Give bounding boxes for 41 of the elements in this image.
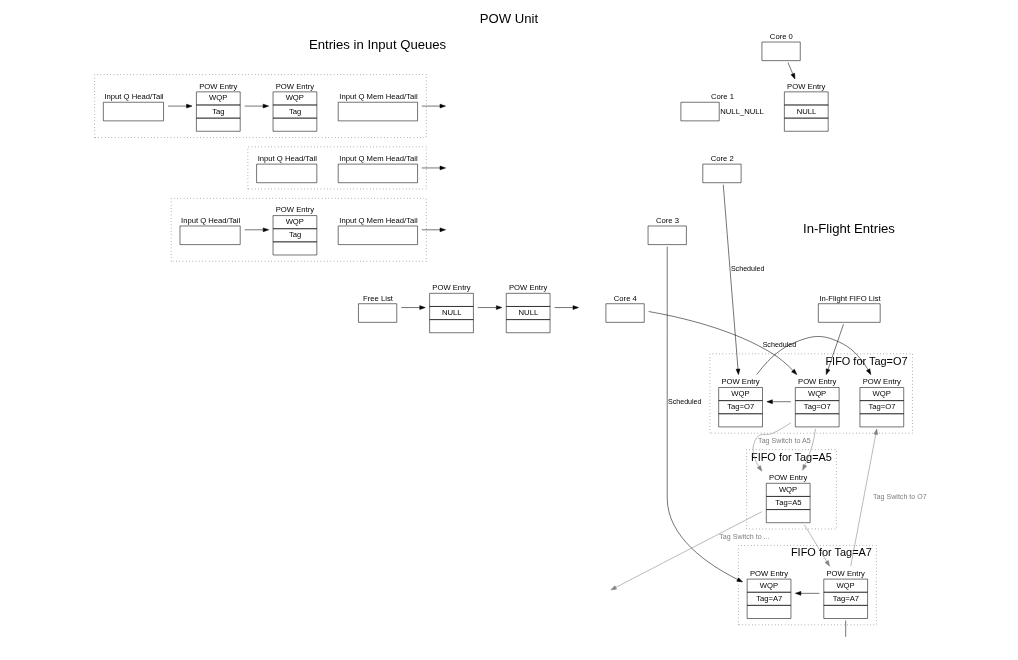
node-box [103, 101, 164, 122]
node-box [358, 303, 398, 323]
cluster [170, 198, 427, 262]
node-box [256, 163, 318, 183]
node-box [337, 101, 418, 122]
arrow [401, 305, 426, 310]
arrow [421, 165, 446, 171]
label: Entries in Input Queues [309, 37, 447, 53]
arrow [477, 305, 503, 310]
arrow [795, 591, 820, 596]
arrow [825, 324, 844, 375]
arrow [167, 103, 193, 109]
arrow [244, 227, 269, 232]
node-box [761, 41, 801, 61]
arrow [802, 428, 816, 471]
arrow [421, 227, 446, 232]
arrow [244, 103, 269, 109]
arrow [787, 62, 796, 80]
arrow [648, 311, 798, 375]
node-box [179, 225, 241, 245]
arrow [766, 399, 792, 404]
node-box [337, 225, 418, 245]
node-box [680, 101, 720, 122]
arrow [666, 246, 743, 583]
arrow [850, 428, 878, 567]
arrow [752, 422, 792, 472]
arrow [756, 336, 872, 375]
arrow [804, 524, 830, 567]
cluster [94, 74, 427, 138]
cluster [247, 146, 427, 190]
diagram-title: POW Unit [479, 11, 539, 27]
label: In-Flight Entries [803, 221, 895, 237]
arrow [723, 184, 741, 375]
node-box [605, 303, 645, 323]
node-box [818, 303, 881, 323]
node-box [647, 225, 687, 245]
node-box [702, 163, 742, 183]
node-box [337, 163, 418, 183]
arrow [421, 103, 446, 109]
arrow [554, 305, 579, 310]
arrow [610, 511, 763, 591]
